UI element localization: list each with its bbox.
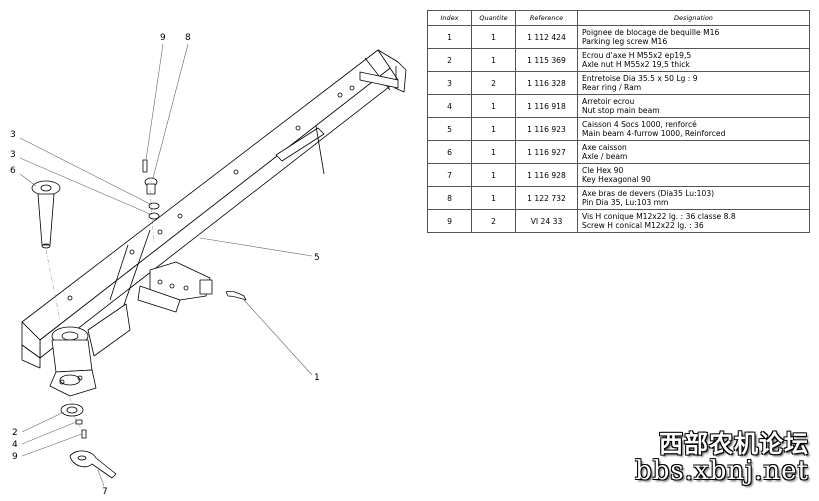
cell-quantity: 1 bbox=[471, 48, 516, 72]
callout-6: 6 bbox=[10, 166, 16, 176]
header-designation: Designation bbox=[577, 10, 810, 26]
designation-en: Screw H conical M12x22 lg. : 36 bbox=[582, 221, 704, 230]
leader-lines bbox=[19, 43, 313, 487]
spacer-part-a bbox=[148, 202, 160, 210]
callout-8: 8 bbox=[185, 33, 191, 43]
table-row: 5 1 1 116 923 Caisson 4 Socs 1000, renfo… bbox=[427, 117, 810, 141]
cell-quantity: 1 bbox=[471, 186, 516, 210]
header-quantity: Quantite bbox=[471, 10, 516, 26]
callout-2: 2 bbox=[12, 428, 18, 438]
cell-designation: Vis H conique M12x22 lg. : 36 classe 8.8… bbox=[577, 209, 810, 233]
nut-stop-part bbox=[75, 419, 83, 425]
cell-quantity: 1 bbox=[471, 140, 516, 164]
hex-key-part bbox=[69, 450, 117, 479]
cell-index: 4 bbox=[427, 94, 472, 118]
designation-fr: Poignee de blocage de bequille M16 bbox=[582, 28, 720, 37]
designation-en: Rear ring / Ram bbox=[582, 83, 642, 92]
designation-fr: Cle Hex 90 bbox=[582, 166, 624, 175]
cell-index: 7 bbox=[427, 163, 472, 187]
exploded-parts-drawing: 9 8 3 3 6 5 1 2 4 9 7 bbox=[10, 33, 407, 497]
front-pivot-housing bbox=[21, 303, 131, 397]
designation-fr: Caisson 4 Socs 1000, renforcé bbox=[582, 120, 697, 129]
designation-en: Key Hexagonal 90 bbox=[582, 175, 651, 184]
cell-index: 1 bbox=[427, 25, 472, 49]
table-header-row: Index Quantite Reference Designation bbox=[427, 10, 810, 26]
designation-fr: Entretoise Dia 35.5 x 50 Lg : 9 bbox=[582, 74, 698, 83]
designation-fr: Arretoir ecrou bbox=[582, 97, 635, 106]
cell-designation: Axe bras de devers (Dia35 Lu:103)Pin Dia… bbox=[577, 186, 810, 210]
axle-part bbox=[31, 180, 61, 249]
centre-lines bbox=[45, 189, 155, 431]
callout-9-top: 9 bbox=[160, 33, 166, 43]
designation-en: Axle nut H M55x2 19,5 thick bbox=[582, 60, 690, 69]
watermark-title: 西部农机论坛 bbox=[659, 429, 809, 458]
callout-3-a: 3 bbox=[10, 130, 16, 140]
cell-quantity: 2 bbox=[471, 71, 516, 95]
watermark-url: bbs.xbnj.net bbox=[635, 456, 809, 486]
table-row: 9 2 VI 24 33 Vis H conique M12x22 lg. : … bbox=[427, 209, 810, 233]
callout-7: 7 bbox=[102, 487, 108, 497]
callout-5: 5 bbox=[314, 253, 320, 263]
screw-part-bottom bbox=[81, 429, 87, 439]
cell-index: 9 bbox=[427, 209, 472, 233]
cell-reference: 1 122 732 bbox=[515, 186, 578, 210]
main-beam bbox=[21, 49, 407, 359]
spacer-part-b bbox=[148, 212, 160, 220]
cell-index: 3 bbox=[427, 71, 472, 95]
leg-screw-part bbox=[225, 290, 247, 301]
callout-4: 4 bbox=[12, 440, 18, 450]
cell-reference: 1 116 918 bbox=[515, 94, 578, 118]
screw-part-top bbox=[142, 159, 148, 173]
cell-quantity: 1 bbox=[471, 163, 516, 187]
designation-fr: Axe caisson bbox=[582, 143, 627, 152]
callout-1: 1 bbox=[314, 373, 320, 383]
mounting-bracket bbox=[137, 261, 213, 313]
table-row: 1 1 1 112 424 Poignee de blocage de bequ… bbox=[427, 25, 810, 49]
parts-list-table: Index Quantite Reference Designation 1 1… bbox=[427, 10, 810, 233]
cell-index: 5 bbox=[427, 117, 472, 141]
axle-nut-part bbox=[60, 403, 84, 417]
callout-9-bottom: 9 bbox=[12, 452, 18, 462]
table-row: 2 1 1 115 369 Ecrou d'axe H M55x2 ep19,5… bbox=[427, 48, 810, 72]
designation-en: Axle / beam bbox=[582, 152, 628, 161]
designation-en: Nut stop main beam bbox=[582, 106, 660, 115]
callout-3-b: 3 bbox=[10, 150, 16, 160]
designation-en: Pin Dia 35, Lu:103 mm bbox=[582, 198, 669, 207]
cell-quantity: 2 bbox=[471, 209, 516, 233]
table-row: 3 2 1 116 328 Entretoise Dia 35.5 x 50 L… bbox=[427, 71, 810, 95]
cell-reference: 1 116 927 bbox=[515, 140, 578, 164]
header-reference: Reference bbox=[515, 10, 578, 26]
pin-part bbox=[144, 177, 158, 195]
cell-reference: 1 116 928 bbox=[515, 163, 578, 187]
cell-reference: 1 116 923 bbox=[515, 117, 578, 141]
designation-en: Parking leg screw M16 bbox=[582, 37, 668, 46]
cell-index: 8 bbox=[427, 186, 472, 210]
cell-quantity: 1 bbox=[471, 25, 516, 49]
designation-fr: Vis H conique M12x22 lg. : 36 classe 8.8 bbox=[582, 212, 736, 221]
cell-reference: 1 116 328 bbox=[515, 71, 578, 95]
cell-quantity: 1 bbox=[471, 94, 516, 118]
cell-reference: 1 115 369 bbox=[515, 48, 578, 72]
table-row: 8 1 1 122 732 Axe bras de devers (Dia35 … bbox=[427, 186, 810, 210]
designation-fr: Axe bras de devers (Dia35 Lu:103) bbox=[582, 189, 715, 198]
cell-quantity: 1 bbox=[471, 117, 516, 141]
designation-en: Main beam 4-furrow 1000, Reinforced bbox=[582, 129, 726, 138]
designation-fr: Ecrou d'axe H M55x2 ep19,5 bbox=[582, 51, 692, 60]
header-index: Index bbox=[427, 10, 472, 26]
cell-index: 2 bbox=[427, 48, 472, 72]
cell-reference: VI 24 33 bbox=[515, 209, 578, 233]
cell-index: 6 bbox=[427, 140, 472, 164]
cell-reference: 1 112 424 bbox=[515, 25, 578, 49]
